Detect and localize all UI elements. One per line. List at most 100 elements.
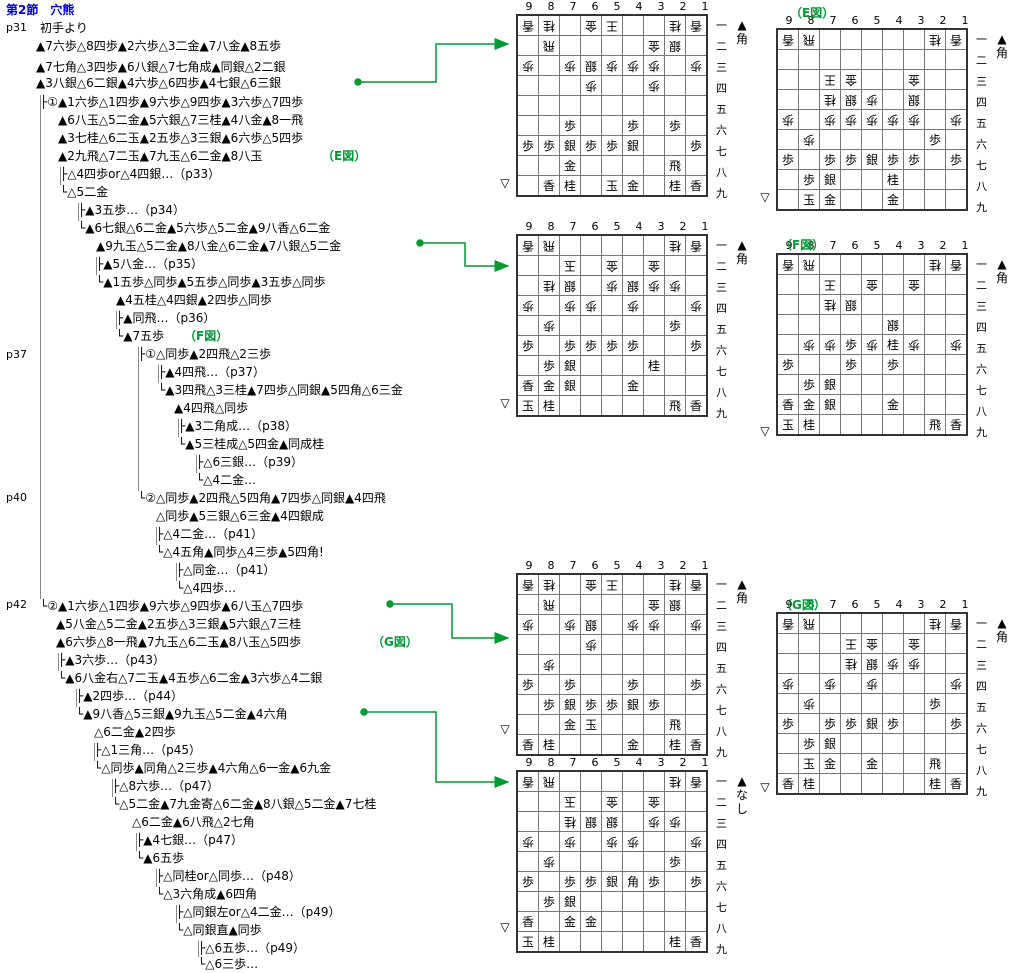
col-num: 8 <box>547 559 555 572</box>
move-line: △同歩▲5三銀△6三金▲4四銀成 <box>156 509 324 523</box>
move-line: △6二金▲2四歩 <box>94 725 176 739</box>
col-num: 9 <box>525 756 533 769</box>
col-num: 6 <box>591 220 599 233</box>
square <box>945 753 968 774</box>
col-num: 2 <box>939 239 947 252</box>
move-line: ├△4二金…（p41） <box>156 527 263 541</box>
row-num: 三 <box>976 300 987 313</box>
col-num: 1 <box>701 559 709 572</box>
square: 桂 <box>882 169 904 190</box>
row-numbers: 一二三四五六七八九 <box>716 574 727 763</box>
piece: 桂 <box>563 178 576 193</box>
square: 歩 <box>538 694 560 715</box>
col-num: 4 <box>895 239 903 252</box>
hand-char: ▽ <box>500 920 510 934</box>
move-line: ▲3八銀△6二銀▲4六歩△6四歩▲4七銀△6三銀 <box>36 76 282 90</box>
square <box>924 394 946 415</box>
move-line: └▲3四飛△3三桂▲7四歩△同銀▲5四角△6三金 <box>158 383 403 397</box>
move-line: └▲6五歩 <box>136 851 185 865</box>
square: 銀 <box>819 169 841 190</box>
piece: 金 <box>823 192 836 207</box>
sente-hand: ▲角 <box>735 238 749 266</box>
row-numbers: 一二三四五六七八九 <box>976 254 987 443</box>
square: 歩 <box>840 149 862 170</box>
row-num: 七 <box>716 901 727 914</box>
piece: 歩 <box>542 894 555 909</box>
square: 桂 <box>664 175 686 197</box>
col-num: 7 <box>569 0 577 13</box>
col-num: 3 <box>917 598 925 611</box>
piece: 銀 <box>865 716 878 731</box>
piece: 玉 <box>802 756 815 771</box>
row-num: 一 <box>716 775 727 788</box>
square: 飛 <box>924 414 946 436</box>
hand-char: 角 <box>735 591 748 605</box>
square <box>945 169 968 190</box>
square: 歩 <box>776 713 799 734</box>
row-num: 八 <box>716 922 727 935</box>
square: 香 <box>516 911 539 932</box>
piece: 桂 <box>668 178 681 193</box>
tree-line <box>176 563 177 581</box>
row-num: 四 <box>716 641 727 654</box>
sente-hand: ▲角 <box>995 616 1009 644</box>
piece: 金 <box>865 756 878 771</box>
row-num: 三 <box>716 817 727 830</box>
col-num: 5 <box>613 559 621 572</box>
square: 金 <box>622 734 644 756</box>
piece: 銀 <box>626 697 639 712</box>
square: 玉 <box>601 175 623 197</box>
shogi-board: 香飛桂香王金金桂銀銀歩歩歩歩桂歩歩歩歩歩歩銀香金銀金玉桂飛香 <box>776 253 968 436</box>
row-num: 六 <box>716 344 727 357</box>
row-numbers: 一二三四五六七八九 <box>716 235 727 424</box>
move-line: ├▲4七銀…（p47） <box>136 833 243 847</box>
col-num: 4 <box>635 220 643 233</box>
row-num: 三 <box>716 281 727 294</box>
page-ref: p40 <box>6 491 27 504</box>
square: 飛 <box>664 395 686 417</box>
square <box>664 911 686 932</box>
piece: 香 <box>689 178 702 193</box>
move-line: └▲1五歩△同歩▲5五歩△同歩▲3五歩△同歩 <box>96 275 326 289</box>
piece: 歩 <box>802 736 815 751</box>
move-line: ├△1三角…（p45） <box>94 743 201 757</box>
piece: 銀 <box>563 138 576 153</box>
square: 歩 <box>622 674 644 695</box>
row-num: 九 <box>716 407 727 420</box>
square: 香 <box>945 414 968 436</box>
square: 香 <box>538 175 560 197</box>
row-num: 一 <box>976 617 987 630</box>
square <box>685 911 708 932</box>
piece: 歩 <box>928 132 941 147</box>
piece: 玉 <box>605 178 618 193</box>
piece: 歩 <box>823 716 836 731</box>
tree-line <box>76 689 77 707</box>
piece: 歩 <box>626 677 639 692</box>
piece: 歩 <box>689 874 702 889</box>
row-num: 五 <box>976 701 987 714</box>
tree-line <box>78 203 79 221</box>
square: 銀 <box>559 891 581 912</box>
col-num: 3 <box>917 14 925 27</box>
row-num: 七 <box>716 704 727 717</box>
square: 歩 <box>819 713 841 734</box>
tag-e: （E図） <box>322 149 367 163</box>
row-num: 八 <box>716 725 727 738</box>
piece: 歩 <box>605 697 618 712</box>
row-num: 六 <box>976 722 987 735</box>
square: 桂 <box>538 931 560 953</box>
tree-line <box>136 833 137 851</box>
tree-line <box>40 95 41 599</box>
piece: 香 <box>542 178 555 193</box>
square: 歩 <box>580 135 602 156</box>
col-num: 3 <box>657 756 665 769</box>
col-num: 8 <box>807 14 815 27</box>
col-num: 4 <box>895 14 903 27</box>
row-numbers: 一二三四五六七八九 <box>976 613 987 802</box>
piece: 歩 <box>886 357 899 372</box>
row-num: 二 <box>976 54 987 67</box>
square: 歩 <box>664 851 686 872</box>
move-line: ├▲同飛…（p36） <box>116 311 216 325</box>
